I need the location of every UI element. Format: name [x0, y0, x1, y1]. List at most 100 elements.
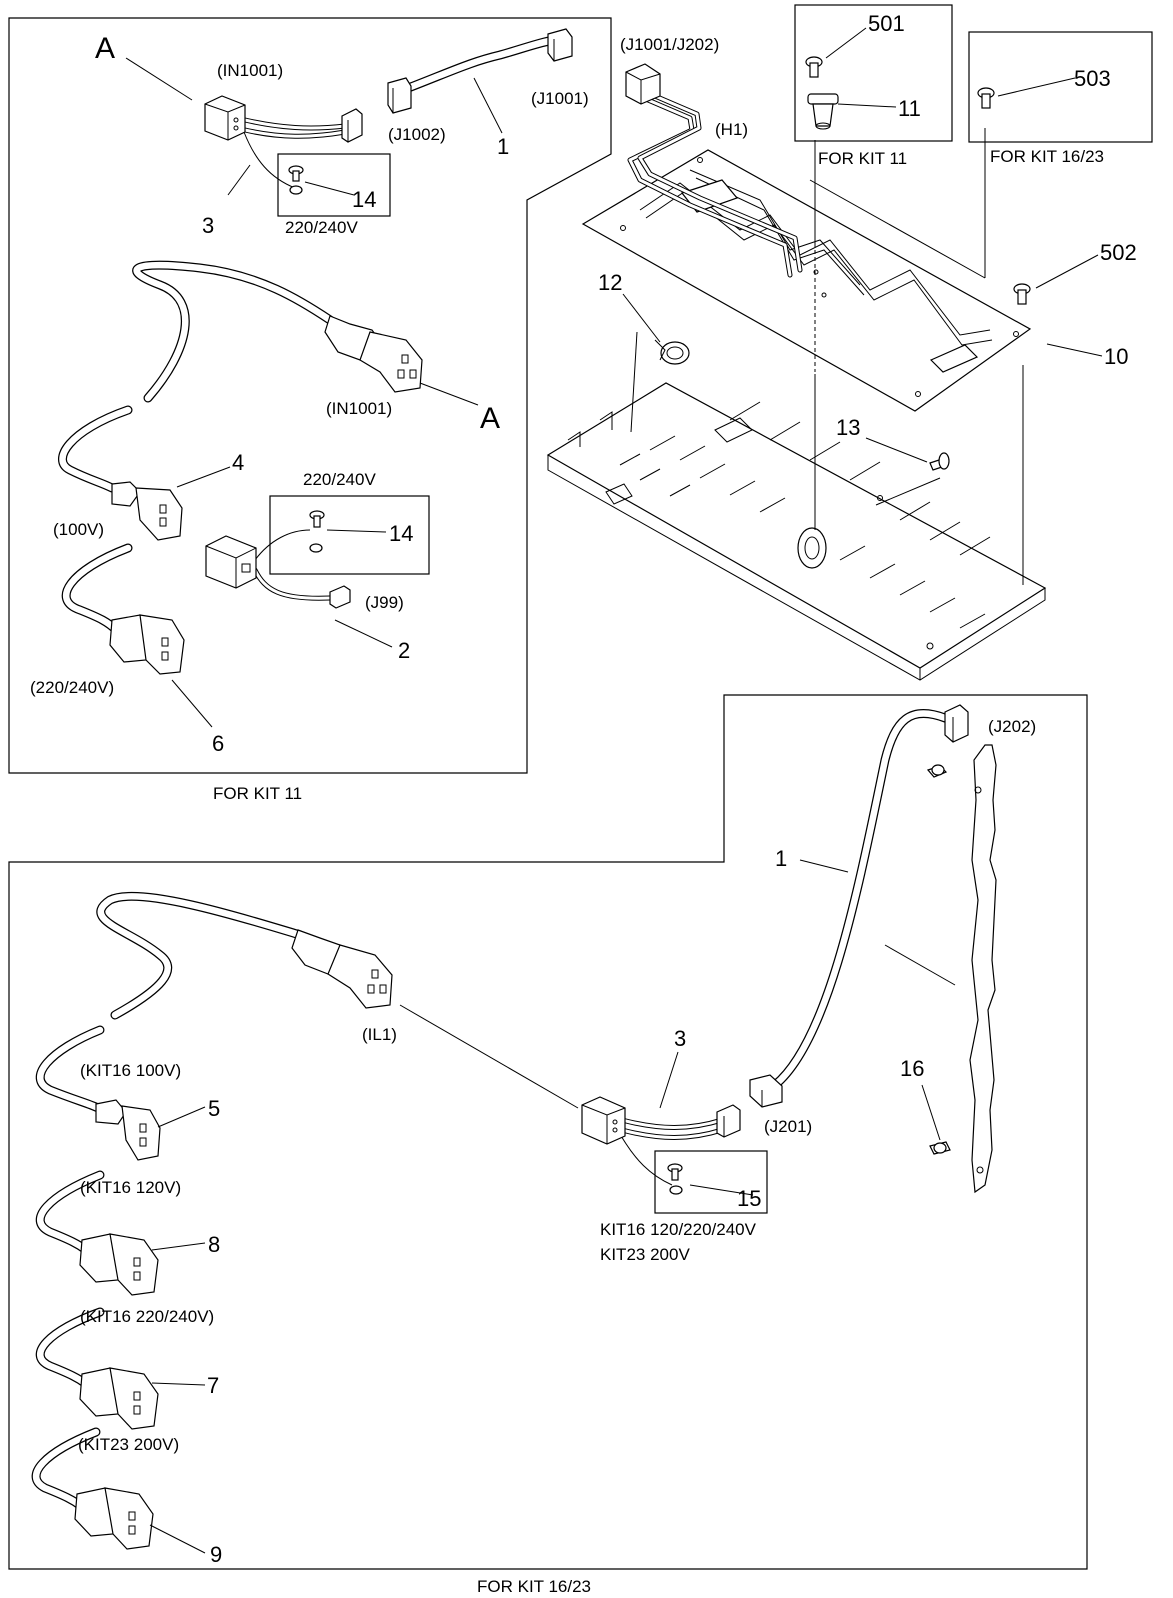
- callout-3-top: 3: [202, 213, 214, 238]
- plug-kit23-200v: [74, 1487, 154, 1550]
- kit11-thermostat-inset: [794, 4, 953, 142]
- label-j202: (J202): [988, 717, 1036, 736]
- connector-il1-bottom: [581, 1096, 626, 1145]
- callout-1-top: 1: [497, 134, 509, 159]
- label-220-240v-top: 220/240V: [285, 218, 358, 237]
- note-kit16-voltages: KIT16 120/220/240V: [600, 1220, 757, 1239]
- plug-100v: [111, 481, 183, 541]
- callout-9: 9: [210, 1542, 222, 1567]
- callout-4: 4: [232, 450, 244, 475]
- screw-501: [805, 56, 823, 78]
- harness-1-top: [387, 28, 573, 114]
- connector-j1002: [387, 77, 412, 114]
- connector-j99: [329, 585, 351, 609]
- connector-end-top: [341, 108, 363, 143]
- caption-for-kit11: FOR KIT 11: [213, 784, 302, 803]
- connector-j1001-j202: [625, 63, 661, 105]
- callout-8: 8: [208, 1232, 220, 1257]
- callout-503: 503: [1074, 66, 1111, 91]
- callout-2: 2: [398, 638, 410, 663]
- screw-15: [667, 1163, 683, 1195]
- callout-3-bottom: 3: [674, 1026, 686, 1051]
- connector-end-bottom: [716, 1104, 741, 1138]
- callout-a-mid: A: [480, 402, 500, 435]
- label-il1: (IL1): [362, 1025, 397, 1044]
- callout-5: 5: [208, 1096, 220, 1121]
- power-cord-7: [35, 1307, 159, 1430]
- thermostat-11: [807, 93, 839, 130]
- harness-2: [205, 529, 351, 609]
- power-cord-6: [61, 543, 185, 675]
- caption-for-kit16-23-inset: FOR KIT 16/23: [990, 147, 1104, 166]
- screw14-mid-inset: [269, 495, 430, 575]
- plug-220-240v: [109, 614, 185, 675]
- callout-501: 501: [868, 11, 905, 36]
- power-cord-9: [31, 1427, 154, 1550]
- screw-16-top: [926, 764, 948, 778]
- callout-1-bottom: 1: [775, 846, 787, 871]
- callout-12: 12: [598, 270, 622, 295]
- plug-kit16-120v: [79, 1233, 159, 1296]
- heater-harness-h1: [625, 63, 803, 278]
- screw-13: [929, 452, 950, 471]
- heater-tray: [546, 382, 1047, 681]
- label-220-240v-plug: (220/240V): [30, 678, 114, 697]
- power-cord-8: [35, 1170, 159, 1296]
- callout-a-top: A: [95, 32, 115, 65]
- screw-502: [1013, 283, 1031, 305]
- tray-grommet: [797, 527, 827, 569]
- screw-16-bottom: [929, 1141, 951, 1155]
- kit16-23-frame: [8, 694, 1088, 1570]
- clamp-12: [654, 339, 690, 365]
- plug-kit16-100v: [95, 1099, 161, 1161]
- kit11-frame: [8, 17, 612, 774]
- label-h1: (H1): [715, 120, 748, 139]
- label-j1001-j202: (J1001/J202): [620, 35, 719, 54]
- power-cord-4: [58, 260, 423, 541]
- inlet-connector-mid: [205, 535, 257, 589]
- label-100v: (100V): [53, 520, 104, 539]
- label-j99: (J99): [365, 593, 404, 612]
- label-kit16-100v: (KIT16 100V): [80, 1061, 181, 1080]
- callout-14-top: 14: [352, 187, 376, 212]
- callout-11: 11: [898, 96, 921, 121]
- callout-7: 7: [207, 1373, 219, 1398]
- harness-3-top: [204, 95, 363, 189]
- callout-14-mid: 14: [389, 521, 413, 546]
- connector-j201: [749, 1074, 783, 1108]
- callout-15: 15: [737, 1186, 761, 1211]
- plug-il1: [291, 929, 393, 1009]
- label-220-240v-mid: 220/240V: [303, 470, 376, 489]
- bracket-16: [926, 744, 997, 1194]
- connector-j202: [944, 704, 969, 743]
- plug-kit16-220-240v: [79, 1367, 159, 1430]
- screw-503: [977, 87, 995, 109]
- label-in1001-mid: (IN1001): [326, 399, 392, 418]
- screw-14-mid: [309, 510, 325, 553]
- connector-j1001: [547, 28, 573, 62]
- caption-for-kit11-inset: FOR KIT 11: [818, 149, 907, 168]
- label-in1001-top: (IN1001): [217, 61, 283, 80]
- callout-16: 16: [900, 1056, 924, 1081]
- label-kit23-200v: (KIT23 200V): [78, 1435, 179, 1454]
- label-j1002: (J1002): [388, 125, 446, 144]
- screw14-top-inset: [277, 153, 391, 217]
- plug-in1001-mid: [324, 315, 423, 393]
- power-cord-5: [35, 891, 393, 1161]
- callout-6: 6: [212, 731, 224, 756]
- harness-3-bottom: [581, 1096, 741, 1186]
- connector-in1001-top: [204, 95, 246, 141]
- screw-14-top: [288, 165, 304, 195]
- label-j201: (J201): [764, 1117, 812, 1136]
- callout-502: 502: [1100, 240, 1137, 265]
- harness-1-bottom: [749, 704, 969, 1108]
- kit16-23-screw-inset: [968, 31, 1153, 143]
- note-kit23-voltage: KIT23 200V: [600, 1245, 690, 1264]
- screw15-inset: [654, 1150, 768, 1214]
- label-j1001: (J1001): [531, 89, 589, 108]
- label-kit16-120v: (KIT16 120V): [80, 1178, 181, 1197]
- heater-plate: [581, 149, 1032, 412]
- label-kit16-220-240v: (KIT16 220/240V): [80, 1307, 214, 1326]
- caption-for-kit16-23: FOR KIT 16/23: [477, 1577, 591, 1596]
